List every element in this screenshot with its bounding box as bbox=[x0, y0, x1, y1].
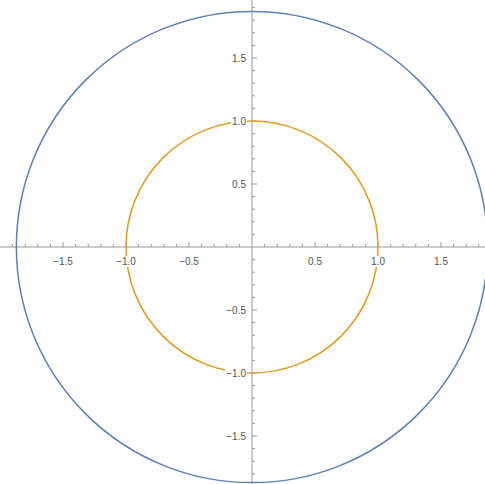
tick-mark bbox=[252, 385, 255, 386]
tick-mark bbox=[302, 244, 303, 247]
tick-mark bbox=[478, 244, 479, 247]
tick-mark bbox=[252, 158, 255, 159]
tick-mark bbox=[352, 244, 353, 247]
tick-mark bbox=[252, 196, 255, 197]
tick-label: −0.5 bbox=[225, 305, 247, 316]
tick-mark bbox=[252, 398, 255, 399]
tick-label: 0.5 bbox=[307, 256, 323, 267]
tick-label: 1.0 bbox=[231, 116, 247, 127]
tick-mark bbox=[453, 244, 454, 247]
tick-mark bbox=[252, 297, 255, 298]
tick-mark bbox=[88, 244, 89, 247]
tick-mark bbox=[252, 95, 255, 96]
tick-mark bbox=[277, 244, 278, 247]
tick-label: −1.5 bbox=[52, 256, 74, 267]
tick-label: −0.5 bbox=[178, 256, 200, 267]
tick-mark bbox=[252, 58, 257, 59]
tick-mark bbox=[252, 7, 255, 8]
tick-mark bbox=[252, 184, 257, 185]
tick-mark bbox=[252, 221, 255, 222]
unit-circle bbox=[126, 121, 378, 373]
tick-label: 0.5 bbox=[231, 179, 247, 190]
tick-label: 1.0 bbox=[370, 256, 386, 267]
tick-label: −1.0 bbox=[115, 256, 137, 267]
tick-mark bbox=[163, 244, 164, 247]
tick-mark bbox=[252, 347, 255, 348]
tick-mark bbox=[201, 244, 202, 247]
tick-mark bbox=[12, 244, 13, 247]
tick-mark bbox=[252, 360, 255, 361]
tick-mark bbox=[252, 133, 255, 134]
tick-mark bbox=[151, 244, 152, 247]
tick-mark bbox=[441, 242, 442, 247]
tick-mark bbox=[415, 244, 416, 247]
tick-mark bbox=[100, 244, 101, 247]
tick-mark bbox=[252, 209, 255, 210]
tick-label: −1.0 bbox=[225, 368, 247, 379]
tick-mark bbox=[252, 310, 257, 311]
tick-mark bbox=[403, 244, 404, 247]
tick-mark bbox=[252, 284, 255, 285]
tick-mark bbox=[365, 244, 366, 247]
outer-circle bbox=[16, 11, 485, 482]
tick-mark bbox=[252, 322, 255, 323]
tick-mark bbox=[252, 70, 255, 71]
tick-mark bbox=[428, 244, 429, 247]
tick-mark bbox=[176, 244, 177, 247]
tick-mark bbox=[252, 259, 255, 260]
tick-mark bbox=[37, 244, 38, 247]
tick-mark bbox=[252, 108, 255, 109]
tick-mark bbox=[252, 146, 255, 147]
tick-mark bbox=[50, 244, 51, 247]
tick-mark bbox=[252, 473, 255, 474]
tick-mark bbox=[466, 244, 467, 247]
tick-mark bbox=[113, 244, 114, 247]
x-ticks bbox=[13, 242, 485, 247]
tick-mark bbox=[315, 242, 316, 247]
tick-mark bbox=[252, 461, 255, 462]
tick-mark bbox=[63, 242, 64, 247]
tick-mark bbox=[252, 335, 255, 336]
tick-mark bbox=[25, 244, 26, 247]
tick-mark bbox=[214, 244, 215, 247]
tick-mark bbox=[264, 244, 265, 247]
tick-mark bbox=[226, 244, 227, 247]
tick-mark bbox=[340, 244, 341, 247]
tick-mark bbox=[252, 423, 255, 424]
tick-mark bbox=[289, 244, 290, 247]
tick-label: 1.5 bbox=[231, 53, 247, 64]
tick-mark bbox=[252, 20, 255, 21]
tick-mark bbox=[252, 83, 255, 84]
tick-mark bbox=[189, 242, 190, 247]
tick-mark bbox=[252, 45, 255, 46]
tick-mark bbox=[75, 244, 76, 247]
tick-mark bbox=[138, 244, 139, 247]
tick-mark bbox=[327, 244, 328, 247]
x-axis bbox=[0, 247, 485, 248]
tick-mark bbox=[252, 410, 255, 411]
tick-mark bbox=[239, 244, 240, 247]
tick-mark bbox=[252, 234, 255, 235]
tick-label: −1.5 bbox=[225, 431, 247, 442]
tick-mark bbox=[252, 448, 255, 449]
tick-mark bbox=[252, 32, 255, 33]
y-axis bbox=[252, 0, 253, 484]
tick-label: 1.5 bbox=[433, 256, 449, 267]
y-ticks bbox=[252, 8, 257, 484]
tick-mark bbox=[390, 244, 391, 247]
tick-mark bbox=[252, 171, 255, 172]
tick-mark bbox=[252, 272, 255, 273]
tick-mark bbox=[252, 436, 257, 437]
